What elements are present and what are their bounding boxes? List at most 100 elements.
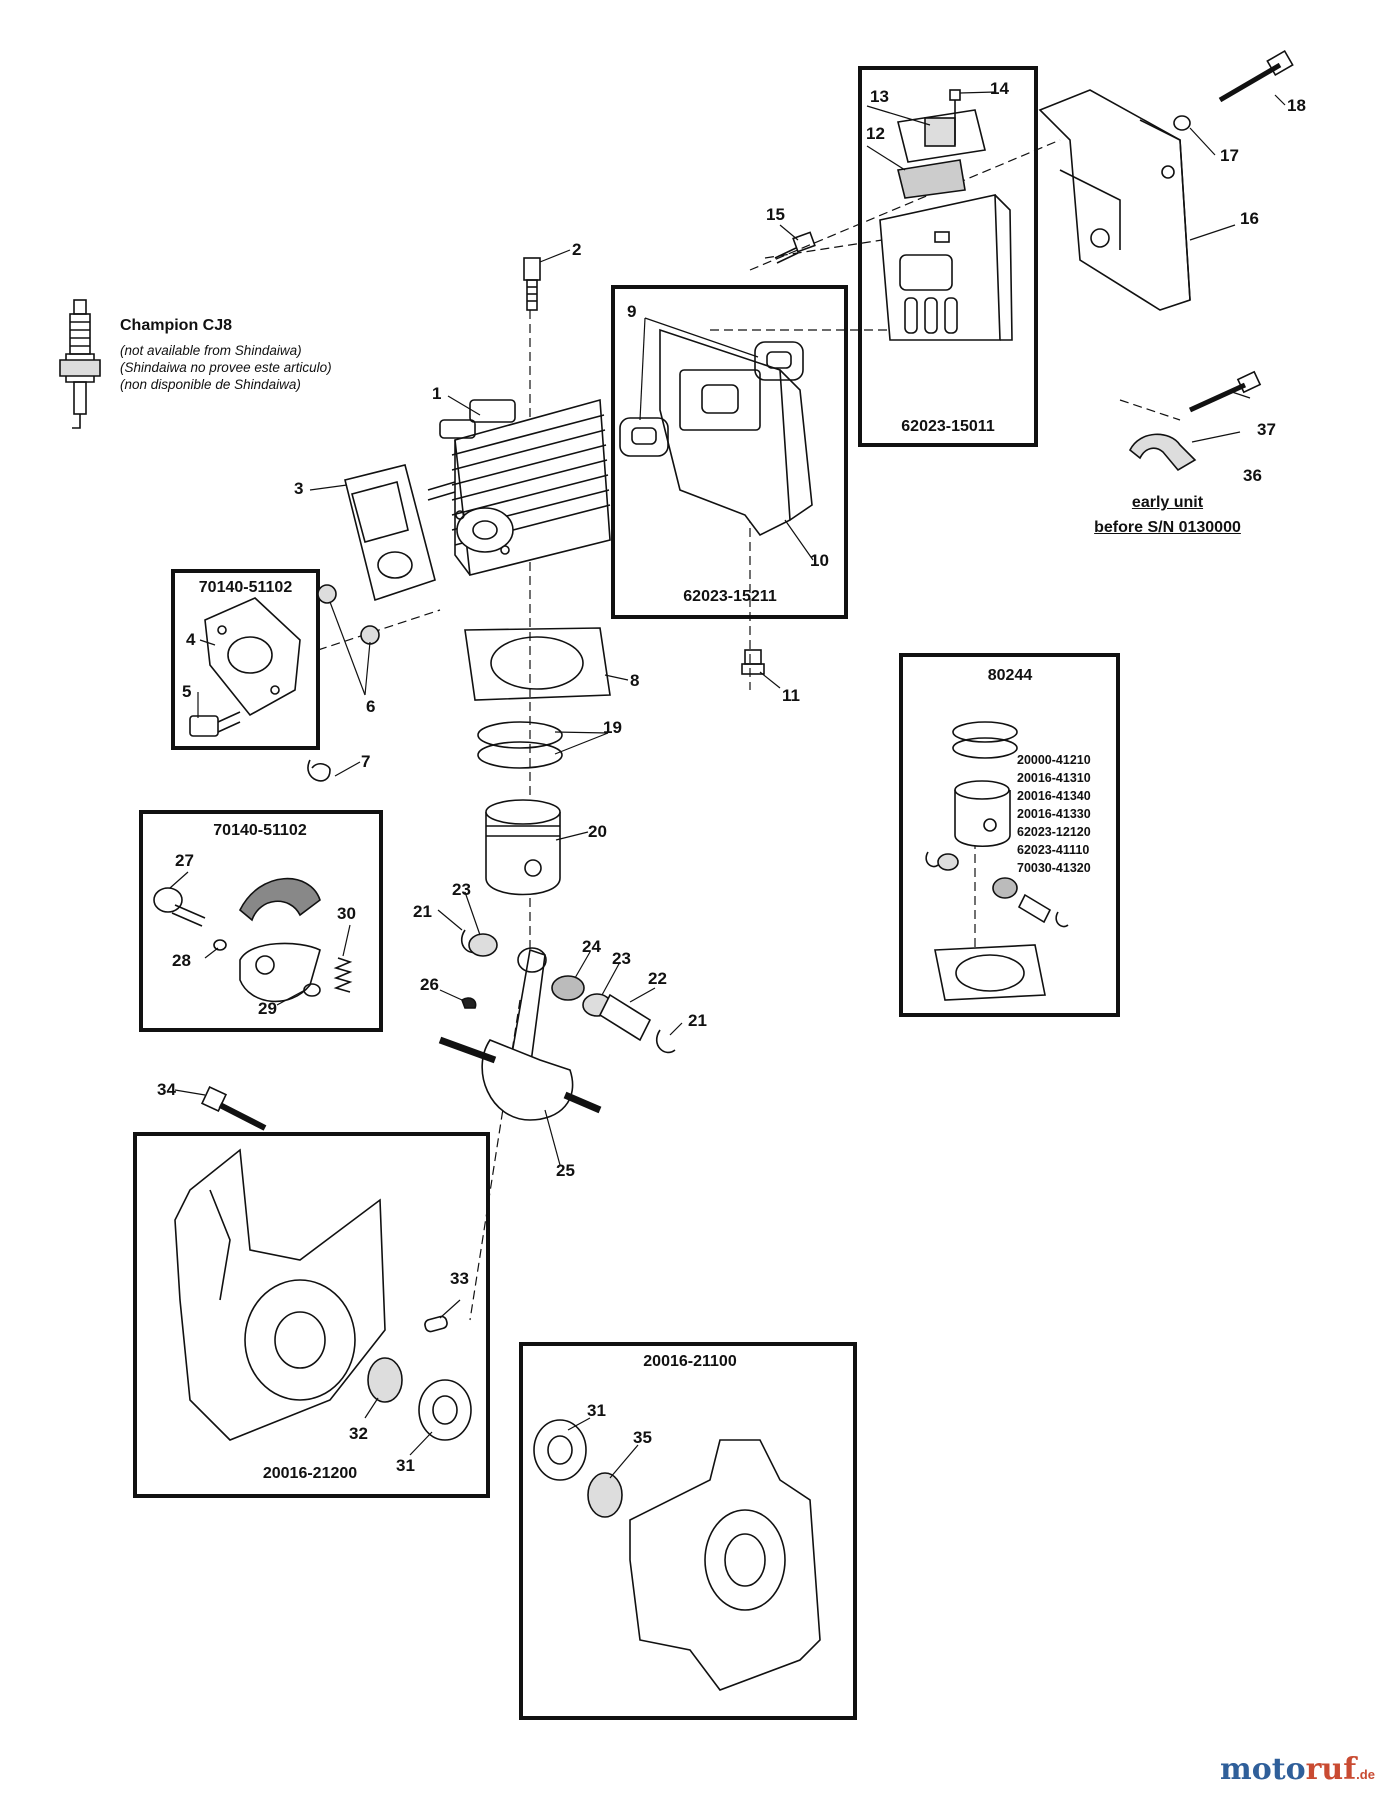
callout-9: 9: [627, 302, 637, 321]
watermark-part2: ruf: [1305, 1752, 1357, 1787]
insulator-icon: [189, 597, 301, 737]
watermark-logo: motoruf.de: [1220, 1752, 1375, 1787]
kit-part-number: 20016-41340: [1017, 789, 1091, 803]
callout-34: 34: [157, 1080, 176, 1099]
callout-6: 6: [366, 697, 376, 716]
screw-icon: [741, 649, 765, 675]
washer-icon: [468, 933, 498, 957]
callout-19: 19: [603, 718, 622, 737]
circlip-icon: [655, 1029, 676, 1054]
callout-24: 24: [582, 937, 601, 956]
kit-part-number: 62023-41110: [1017, 843, 1090, 857]
needle-bearing-icon: [551, 975, 585, 1001]
muffler-gasket-icon: [619, 341, 804, 457]
bolt-icon: [200, 1085, 267, 1131]
callout-31a: 31: [396, 1456, 415, 1475]
piston-icon: [485, 799, 561, 896]
callout-31b: 31: [587, 1401, 606, 1420]
callout-3: 3: [294, 479, 304, 498]
early-unit-serial: before S/N 0130000: [1094, 519, 1241, 536]
kit-washer-icon: [937, 853, 959, 871]
callout-21b: 21: [688, 1011, 707, 1030]
callout-8: 8: [630, 671, 640, 690]
bracket-icon: [1128, 433, 1197, 472]
callout-26: 26: [420, 975, 439, 994]
muffler-cap-icon: [897, 89, 986, 163]
muffler-shield-icon: [659, 328, 813, 537]
box-muffler-cover: [858, 66, 1038, 447]
kit-gasket-icon: [934, 944, 1046, 1001]
ball-bearing-icon: [533, 1419, 587, 1481]
spring-icon: [333, 957, 353, 993]
base-gasket-icon: [464, 627, 611, 701]
callout-7: 7: [361, 752, 371, 771]
callout-33: 33: [450, 1269, 469, 1288]
watermark-part1: moto: [1220, 1752, 1306, 1787]
crankcase-left-icon: [174, 1148, 386, 1441]
box-label-insulator: 70140-51102: [198, 579, 293, 596]
oil-seal-icon: [367, 1357, 403, 1403]
muffler-screen-icon: [897, 159, 966, 199]
dowel-pin-icon: [424, 1315, 448, 1333]
kit-piston-pin-icon: [1017, 893, 1052, 924]
nut-icon: [360, 625, 380, 645]
early-unit-label: early unit: [1131, 494, 1204, 511]
kit-circlip-icon: [925, 851, 939, 868]
spark-plug-note: (non disponible de Shindaiwa): [120, 377, 301, 392]
box-crankcase-right: [519, 1342, 857, 1720]
box-clutch: [139, 810, 383, 1032]
callout-23a: 23: [452, 880, 471, 899]
muffler-body-icon: [879, 194, 1013, 341]
kit-part-number: 20000-41210: [1017, 753, 1091, 767]
gasket-icon: [344, 464, 436, 602]
callout-20: 20: [588, 822, 607, 841]
piston-ring-icon: [477, 721, 563, 769]
screw-icon: [774, 231, 816, 264]
kit-piston-icon: [954, 780, 1011, 848]
callout-11: 11: [782, 686, 800, 705]
spark-plug-title: Champion CJ8: [120, 317, 233, 334]
callout-14: 14: [990, 79, 1009, 98]
callout-35: 35: [633, 1428, 652, 1447]
muffler-cover-icon: [1038, 89, 1191, 311]
crankshaft-icon: [438, 947, 602, 1121]
box-label-muffler-shield: 62023-15211: [683, 588, 777, 605]
spark-plug-icon: [59, 299, 101, 429]
callout-30: 30: [337, 904, 356, 923]
kit-part-number: 70030-41320: [1017, 861, 1091, 875]
box-label-muffler-cover: 62023-15011: [901, 418, 995, 435]
callout-16: 16: [1240, 209, 1259, 228]
callout-12: 12: [866, 124, 885, 143]
callout-27: 27: [175, 851, 194, 870]
spark-plug-note: (not available from Shindaiwa): [120, 343, 302, 358]
box-crankcase-left: [133, 1132, 490, 1498]
kit-needle-bearing-icon: [992, 877, 1018, 899]
long-bolt-icon: [1188, 370, 1262, 413]
kit-part-number: 20016-41310: [1017, 771, 1091, 785]
callout-15: 15: [766, 205, 785, 224]
key-icon: [461, 997, 477, 1009]
kit-circlip-icon: [1055, 911, 1069, 928]
washer-icon: [213, 939, 227, 951]
kit-part-number: 62023-12120: [1017, 825, 1091, 839]
callout-37: 37: [1257, 420, 1276, 439]
washer-icon: [1173, 115, 1191, 131]
ball-bearing-icon: [418, 1379, 472, 1441]
watermark-suffix: .de: [1356, 1767, 1375, 1782]
callout-10: 10: [810, 551, 829, 570]
callout-28: 28: [172, 951, 191, 970]
clutch-shoe-icon: [239, 877, 321, 1003]
callout-1: 1: [432, 384, 442, 403]
callout-5: 5: [182, 682, 192, 701]
callout-2: 2: [572, 240, 582, 259]
box-label-clutch: 70140-51102: [213, 822, 307, 839]
spark-plug-note: (Shindaiwa no provee este articulo): [120, 360, 332, 375]
box-label-piston-kit: 80244: [987, 667, 1033, 684]
cylinder-icon: [427, 398, 611, 576]
callout-25: 25: [556, 1161, 575, 1180]
clip-icon: [307, 759, 331, 782]
clutch-bolt-icon: [153, 887, 206, 927]
callout-23b: 23: [612, 949, 631, 968]
box-label-crankcase-right: 20016-21100: [643, 1353, 737, 1370]
box-label-crankcase-left: 20016-21200: [262, 1465, 358, 1482]
